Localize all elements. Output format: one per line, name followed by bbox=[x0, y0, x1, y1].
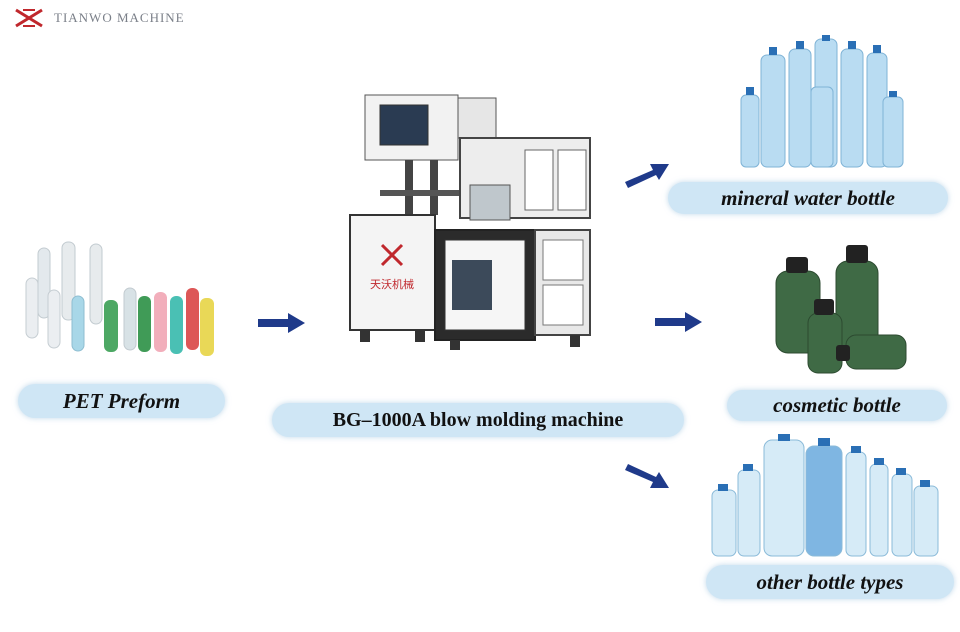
machine-label: BG–1000A blow molding machine bbox=[272, 403, 684, 437]
brand-logo: TIANWO MACHINE bbox=[14, 8, 185, 28]
arrow-to-machine-icon bbox=[258, 313, 305, 333]
panel-logo-text: 天沃机械 bbox=[370, 277, 414, 291]
other-bottle-types-label: other bottle types bbox=[706, 565, 954, 599]
pet-preform-label: PET Preform bbox=[18, 384, 225, 418]
other-bottle-types-text: other bottle types bbox=[756, 569, 904, 594]
brand-name: TIANWO MACHINE bbox=[54, 10, 185, 25]
arrow-to-mineral-water-icon bbox=[625, 164, 669, 188]
blow-molding-machine-image: 天沃机械 bbox=[349, 94, 591, 350]
pet-preform-text: PET Preform bbox=[62, 388, 181, 413]
mineral-water-bottles-image bbox=[740, 35, 904, 168]
mineral-water-label: mineral water bottle bbox=[668, 182, 948, 214]
cosmetic-bottle-text: cosmetic bottle bbox=[773, 393, 901, 417]
tianwo-logo-icon bbox=[15, 8, 43, 28]
machine-label-text: BG–1000A blow molding machine bbox=[332, 408, 624, 431]
pet-preforms-image bbox=[20, 238, 225, 363]
cosmetic-bottle-label: cosmetic bottle bbox=[727, 390, 947, 421]
cosmetic-bottles-image bbox=[775, 245, 907, 374]
arrow-to-other-bottles-icon bbox=[625, 464, 669, 488]
mineral-water-text: mineral water bottle bbox=[721, 185, 895, 210]
arrow-to-cosmetic-icon bbox=[655, 312, 702, 332]
other-bottles-image bbox=[711, 434, 939, 557]
